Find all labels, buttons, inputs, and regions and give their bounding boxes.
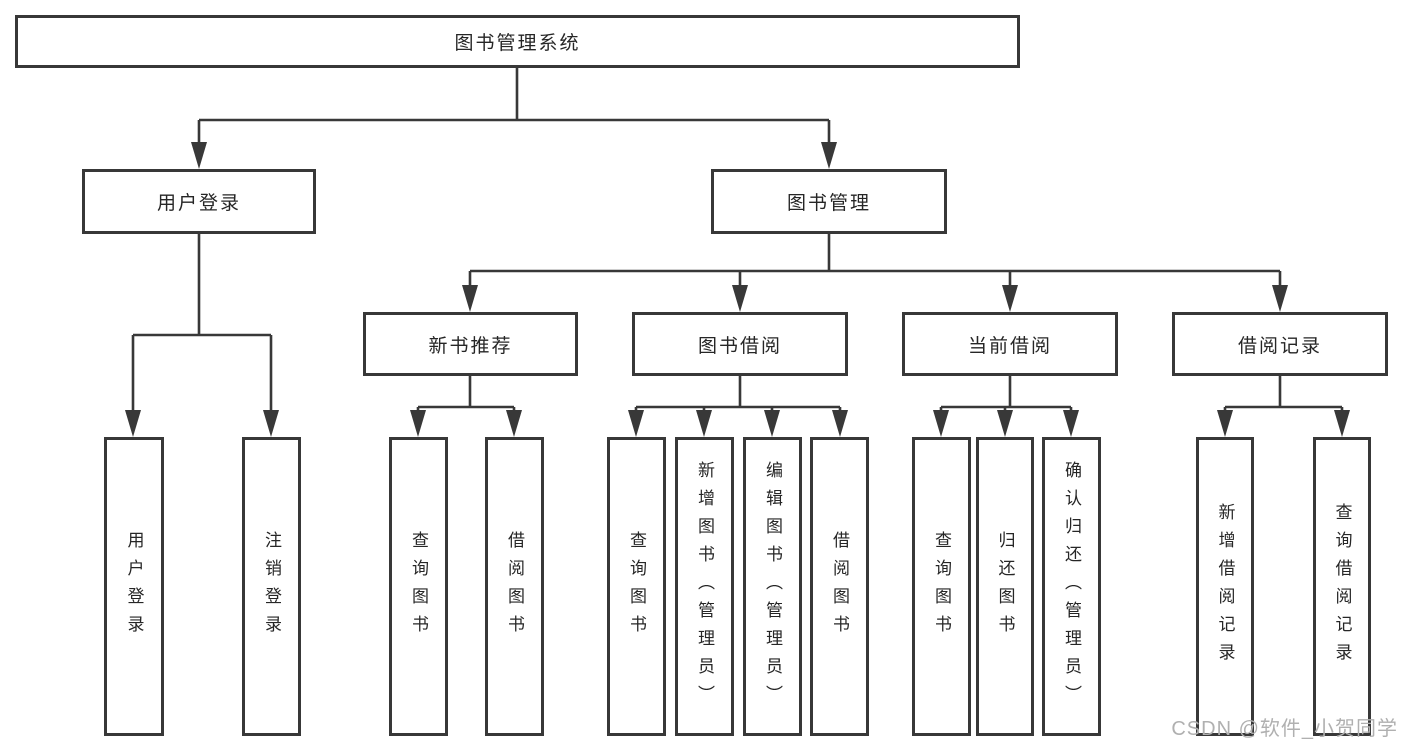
node-current-borrowing-label: 当前借阅: [967, 335, 1052, 357]
leaf-current-return-books-label: 归还图书: [995, 530, 1015, 643]
node-borrow-records: 借阅记录: [1172, 312, 1388, 376]
leaf-borrowing-add-books-admin: 新增图书（管理员）: [675, 437, 734, 736]
node-root-label: 图书管理系统: [454, 33, 581, 54]
leaf-user-login: 用户登录: [104, 437, 164, 736]
leaf-logout: 注销登录: [242, 437, 301, 736]
leaf-current-confirm-return-admin: 确认归还（管理员）: [1042, 437, 1101, 736]
leaf-newbook-query-books-label: 查询图书: [409, 530, 428, 643]
leaf-borrowing-query-books-label: 查询图书: [627, 530, 646, 643]
leaf-borrowing-add-books-admin-label: 新增图书（管理员）: [695, 460, 714, 713]
leaf-borrowing-query-books: 查询图书: [607, 437, 666, 736]
leaf-borrowing-borrow-books: 借阅图书: [810, 437, 869, 736]
leaf-current-query-books-label: 查询图书: [932, 530, 951, 643]
leaf-newbook-query-books: 查询图书: [389, 437, 448, 736]
leaf-user-login-label: 用户登录: [124, 530, 144, 643]
node-book-management-label: 图书管理: [786, 193, 871, 214]
node-book-management: 图书管理: [711, 169, 947, 234]
node-borrow-records-label: 借阅记录: [1237, 335, 1322, 357]
node-user-login-label: 用户登录: [156, 193, 241, 214]
node-new-book-recommend-label: 新书推荐: [428, 335, 513, 357]
leaf-current-confirm-return-admin-label: 确认归还（管理员）: [1062, 460, 1081, 713]
leaf-borrowing-borrow-books-label: 借阅图书: [830, 530, 849, 643]
node-current-borrowing: 当前借阅: [902, 312, 1118, 376]
node-user-login: 用户登录: [82, 169, 316, 234]
node-book-borrowing-label: 图书借阅: [697, 335, 782, 357]
leaf-newbook-borrow-books: 借阅图书: [485, 437, 544, 736]
leaf-current-return-books: 归还图书: [976, 437, 1034, 736]
node-root: 图书管理系统: [15, 15, 1020, 68]
leaf-logout-label: 注销登录: [262, 530, 281, 643]
leaf-borrowing-edit-books-admin-label: 编辑图书（管理员）: [763, 460, 782, 713]
leaf-current-query-books: 查询图书: [912, 437, 971, 736]
leaf-newbook-borrow-books-label: 借阅图书: [505, 530, 524, 643]
node-book-borrowing: 图书借阅: [632, 312, 848, 376]
leaf-borrowing-edit-books-admin: 编辑图书（管理员）: [743, 437, 802, 736]
leaf-records-query-borrow-record: 查询借阅记录: [1313, 437, 1371, 736]
node-new-book-recommend: 新书推荐: [363, 312, 578, 376]
leaf-records-add-borrow-record-label: 新增借阅记录: [1215, 502, 1235, 671]
leaf-records-add-borrow-record: 新增借阅记录: [1196, 437, 1254, 736]
leaf-records-query-borrow-record-label: 查询借阅记录: [1332, 502, 1352, 671]
